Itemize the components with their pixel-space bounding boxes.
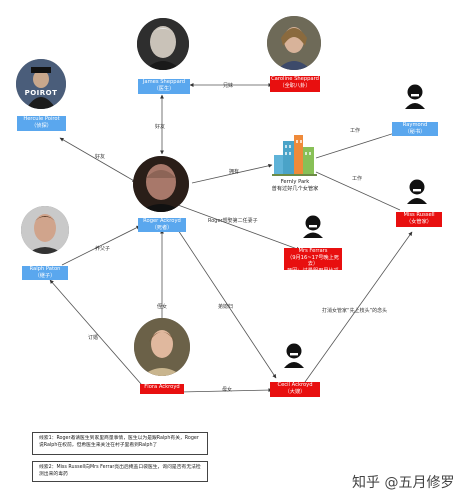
raymond-name: Raymond (402, 122, 428, 128)
roger-portrait-image (133, 156, 189, 212)
edge-label-russell-cecil: 打消女管家“先上枝头”的念头 (322, 308, 388, 314)
building-icon (272, 133, 317, 177)
edge-hercule-roger (59, 137, 137, 183)
cecil-label: Cecil Ackroyd （大嫂） (270, 382, 320, 397)
ralph-portrait-image (21, 206, 69, 254)
hercule-label: Hercule Poirot （侦探） (17, 116, 66, 131)
mrs-ferrars-extra: 死因：过量服用巴比妥 (287, 267, 339, 274)
edge-label-adoptive: 养父子 (95, 246, 111, 252)
edge-ralph-roger (61, 225, 141, 266)
james-label: James Sheppard （医生） (138, 79, 190, 94)
edge-roger-park (191, 163, 273, 184)
clue-note-1: 线索1：Roger邀请医生到家里商量事情，医生以为是跟Ralph有关，Roger… (32, 432, 208, 455)
edge-flora-cecil (179, 388, 273, 394)
raymond-label: Raymond （秘书） (392, 122, 438, 136)
edge-label-remarry: Roger想娶第二任妻子 (208, 218, 258, 224)
watermark: 知乎 @五月修罗 (352, 475, 455, 491)
clue-note-2: 线索2：Miss Russell向Mrs Ferrar亮出后掩盖口袋医生，询问是… (32, 461, 208, 482)
roger-label: Roger Ackroyd （死者） (138, 218, 186, 232)
hercule-portrait: POIROT (16, 59, 66, 109)
edge-label-work-raymond: 工作 (350, 128, 361, 134)
fernly-park-label: Fernly Park 曾有过好几个女管家 (262, 179, 328, 193)
flora-portrait-image (134, 318, 190, 376)
caroline-name: Caroline Sheppard (271, 76, 319, 82)
edge-russell-cecil (304, 231, 413, 383)
ralph-label: Ralph Paton （继子） (22, 266, 68, 280)
poirot-poster-text: POIROT (24, 89, 58, 97)
ralph-name: Ralph Paton (29, 266, 61, 272)
flora-name: Flora Ackroyd (144, 384, 180, 390)
edge-label-sister-in-law: 弟媳妇 (218, 304, 234, 310)
flora-portrait (134, 318, 190, 376)
unknown-person-icon (302, 215, 324, 239)
ralph-portrait (21, 206, 69, 254)
caroline-portrait-image (267, 16, 321, 70)
russell-label: Miss Russell （女管家） (396, 212, 442, 227)
edge-roger-ferrars (177, 204, 301, 251)
russell-role: （女管家） (406, 218, 432, 225)
flora-label: Flora Ackroyd (140, 384, 184, 394)
fernly-park-desc: 曾有过好几个女管家 (271, 185, 319, 192)
edge-raymond-park (315, 131, 399, 159)
ralph-role: （继子） (34, 272, 56, 279)
unknown-person-icon (283, 343, 305, 369)
fernly-park-name: Fernly Park (280, 179, 310, 185)
caroline-label: Caroline Sheppard （全职八卦） (270, 76, 320, 92)
james-role: （医生） (153, 85, 175, 92)
hercule-name: Hercule Poirot (23, 116, 60, 122)
edge-label-friend-hercule: 好友 (95, 154, 106, 160)
edge-ralph-flora (49, 279, 149, 393)
edge-label-engaged: 订婚 (88, 335, 99, 341)
raymond-role: （秘书） (404, 128, 426, 135)
unknown-person-icon (406, 179, 428, 205)
edge-label-niece: 侄女 (157, 304, 168, 310)
hercule-portrait-image (16, 59, 66, 109)
caroline-role: （全职八卦） (279, 82, 311, 89)
edge-label-work-russell: 工作 (352, 176, 363, 182)
james-portrait (137, 18, 189, 70)
roger-portrait (133, 156, 189, 212)
unknown-person-icon (404, 84, 426, 110)
roger-name: Roger Ackroyd (143, 218, 181, 224)
edge-roger-cecil (177, 229, 277, 379)
james-name: James Sheppard (142, 79, 186, 85)
hercule-role: （侦探） (31, 122, 52, 129)
roger-role: （死者） (151, 224, 173, 231)
edge-label-siblings: 兄妹 (223, 83, 234, 89)
edge-label-mother-daughter: 母女 (222, 387, 233, 393)
cecil-role: （大嫂） (284, 388, 306, 395)
edge-label-friend-james: 好友 (155, 124, 166, 130)
mrs-ferrars-label: Mrs Ferrars （9月16~17号晚上死去） 死因：过量服用巴比妥 (284, 248, 342, 274)
mrs-ferrars-name: Mrs Ferrars (298, 248, 328, 254)
mrs-ferrars-role: （9月16~17号晚上死去） (287, 254, 339, 268)
edge-label-owns: 拥有 (229, 169, 240, 175)
caroline-portrait (267, 16, 321, 70)
cecil-name: Cecil Ackroyd (277, 382, 313, 388)
edge-russell-park (315, 171, 401, 211)
russell-name: Miss Russell (403, 212, 435, 218)
james-portrait-image (137, 18, 189, 70)
